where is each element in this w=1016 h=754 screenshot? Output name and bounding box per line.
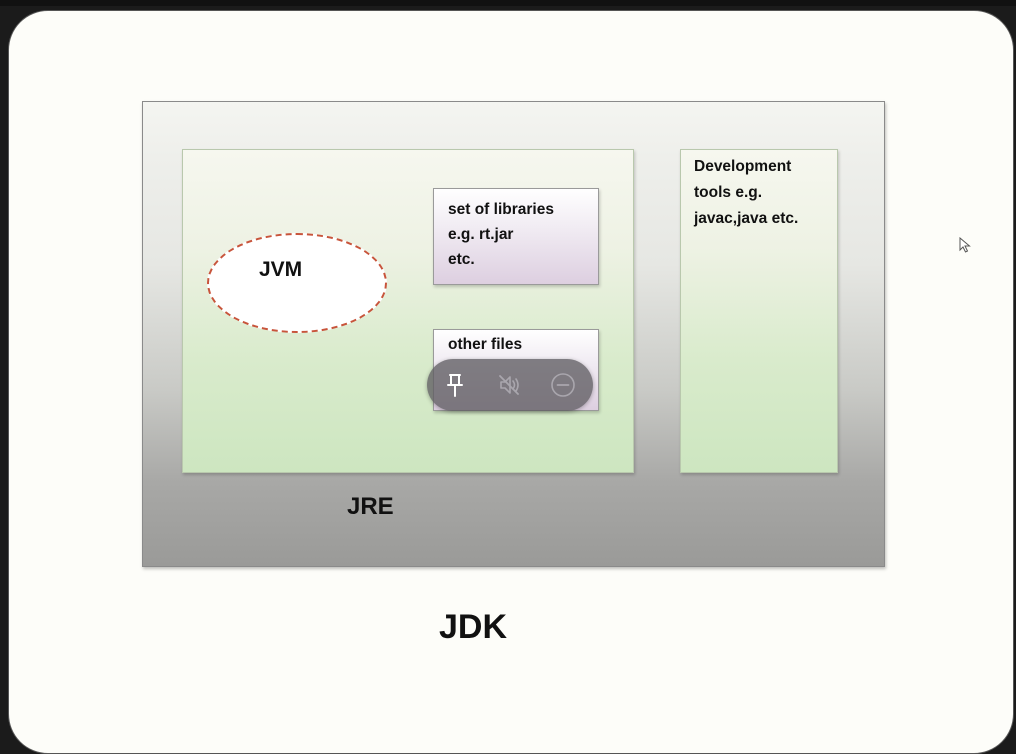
minimize-icon bbox=[551, 373, 575, 397]
pin-button[interactable] bbox=[441, 371, 469, 399]
mouse-cursor-icon bbox=[959, 237, 971, 253]
jvm-label: JVM bbox=[259, 258, 303, 281]
mute-button[interactable] bbox=[495, 371, 523, 399]
libraries-label: set of libraries e.g. rt.jar etc. bbox=[448, 201, 554, 268]
jdk-label: JDK bbox=[439, 608, 508, 646]
slide: JVM set of libraries e.g. rt.jar etc. ot… bbox=[8, 10, 1014, 754]
mute-icon bbox=[499, 375, 519, 395]
libraries-box: set of libraries e.g. rt.jar etc. bbox=[433, 188, 599, 285]
top-bar bbox=[0, 0, 1016, 6]
pin-icon bbox=[447, 374, 463, 397]
jvm-ellipse bbox=[207, 233, 387, 333]
floating-media-controls bbox=[427, 359, 593, 411]
development-tools-box: Development tools e.g. javac,java etc. bbox=[680, 149, 838, 473]
development-tools-label: Development tools e.g. javac,java etc. bbox=[694, 158, 799, 227]
minimize-button[interactable] bbox=[549, 371, 577, 399]
jre-label: JRE bbox=[347, 493, 394, 520]
other-files-label: other files bbox=[448, 336, 523, 353]
